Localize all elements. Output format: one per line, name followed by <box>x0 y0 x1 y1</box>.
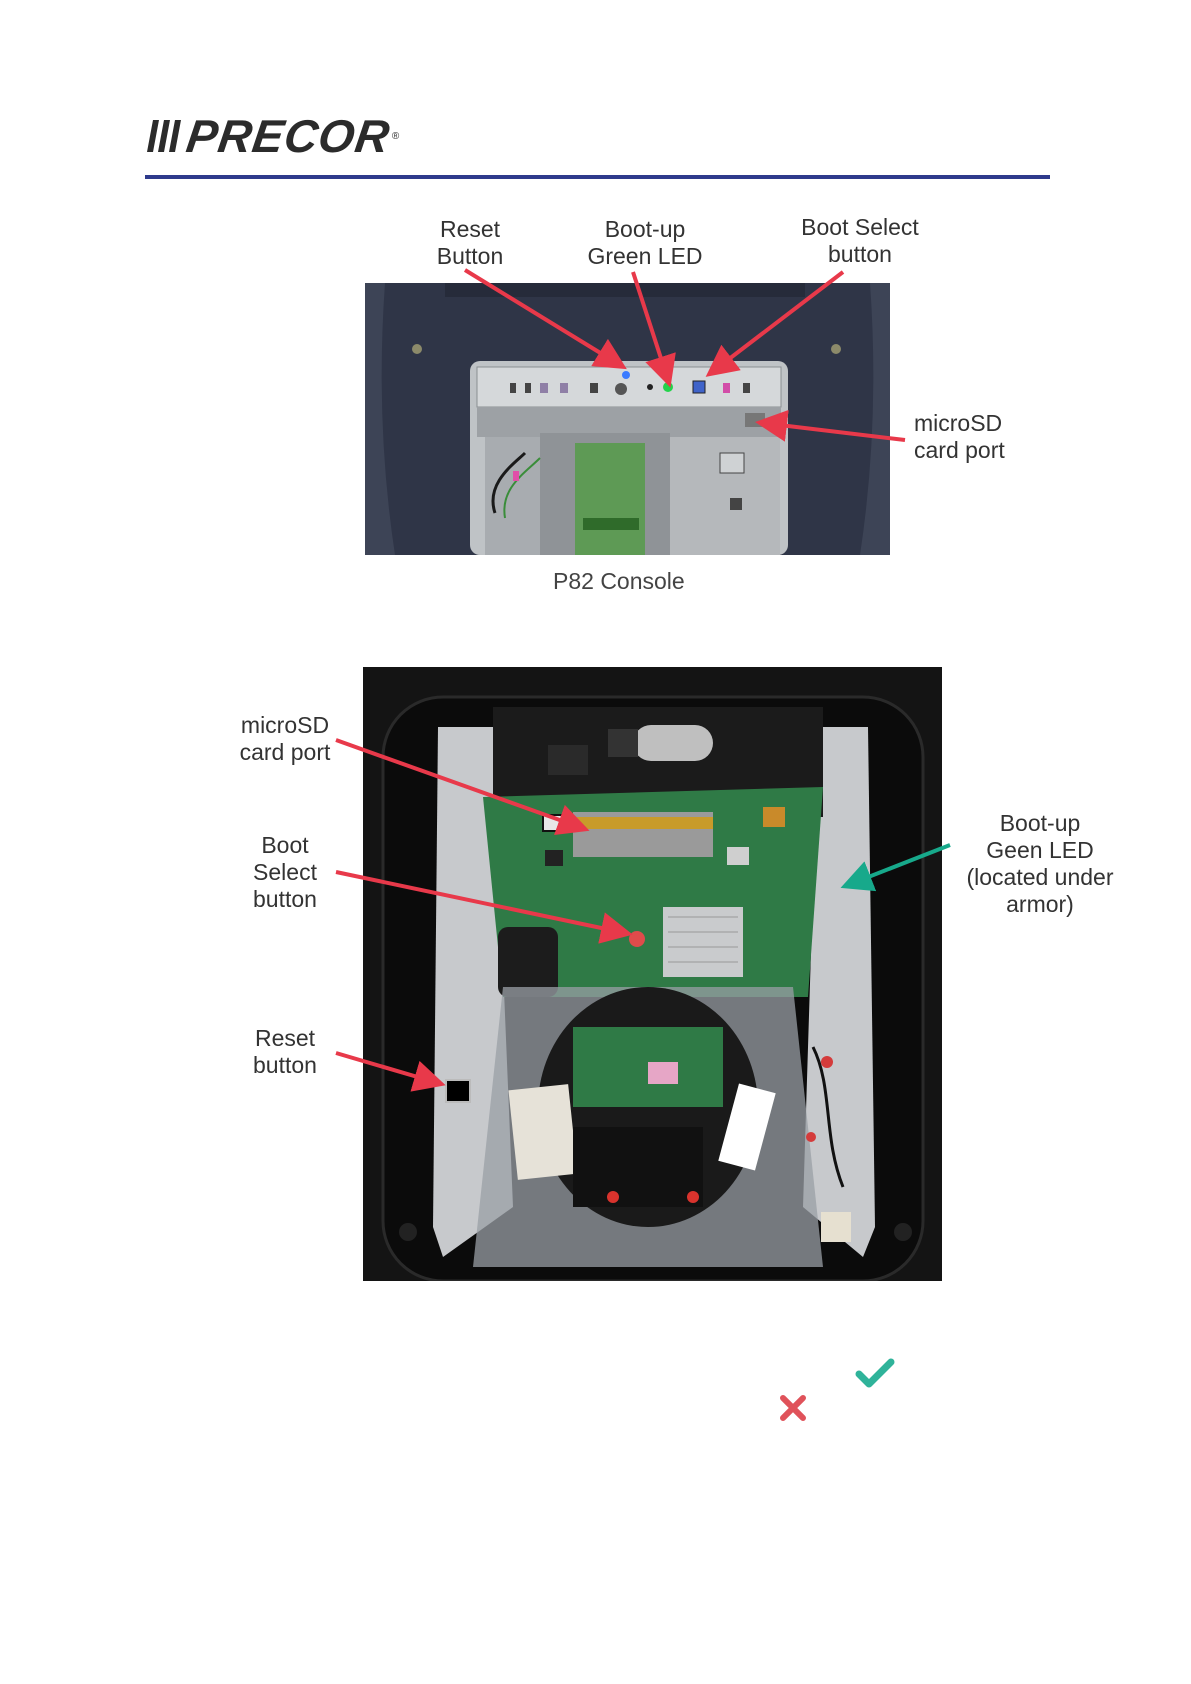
header-rule <box>145 175 1050 179</box>
console-internals-drawing <box>363 667 942 1281</box>
console-internals-photo <box>363 667 942 1281</box>
logo-stripes-icon <box>145 116 185 156</box>
cross-icon <box>778 1393 808 1423</box>
p82-console-drawing <box>365 283 890 555</box>
fig2-label-boot-led: Boot-up Geen LED (located under armor) <box>955 810 1125 918</box>
logo-registered-mark: ® <box>392 131 399 142</box>
fig2-label-microsd: microSD card port <box>230 712 340 766</box>
fig1-label-boot-select: Boot Select button <box>790 214 930 268</box>
p82-console-image <box>365 283 890 555</box>
fig1-caption: P82 Console <box>553 568 685 595</box>
precor-logo: PRECOR ® <box>145 112 399 160</box>
check-icon <box>855 1356 895 1390</box>
page-header: PRECOR ® <box>145 112 1050 182</box>
fig1-label-boot-led: Boot-up Green LED <box>575 216 715 270</box>
fig2-label-boot-select: Boot Select button <box>230 832 340 913</box>
fig1-label-microsd: microSD card port <box>914 410 1024 464</box>
logo-wordmark: PRECOR <box>184 116 392 156</box>
fig2-label-reset: Reset button <box>230 1025 340 1079</box>
fig1-label-reset-button: Reset Button <box>415 216 525 270</box>
